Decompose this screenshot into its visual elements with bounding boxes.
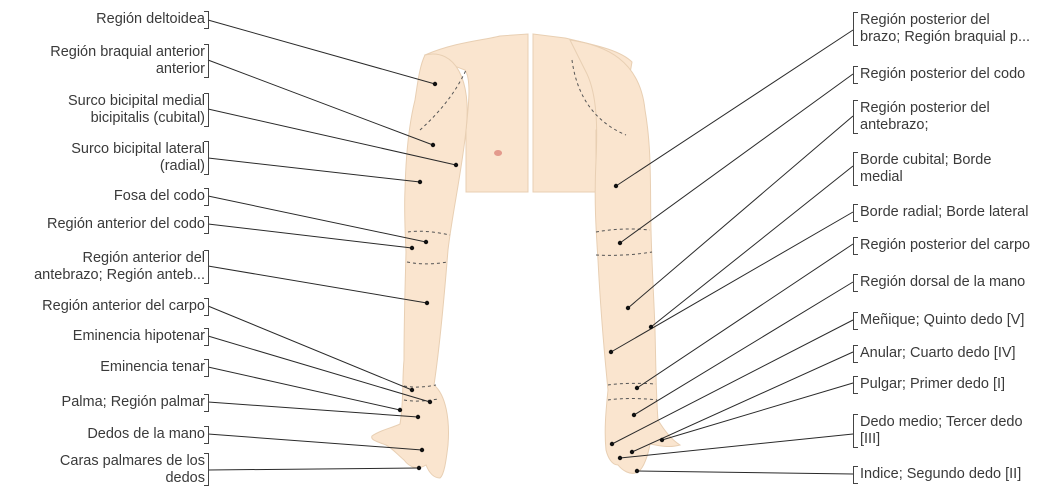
label-anular: Anular; Cuarto dedo [IV] bbox=[860, 345, 1016, 362]
label-region-posterior-carpo: Región posterior del carpo bbox=[860, 237, 1030, 254]
pointer-dot bbox=[398, 408, 402, 412]
bracket bbox=[204, 426, 209, 444]
pointer-dot bbox=[632, 413, 636, 417]
label-region-deltoidea: Región deltoidea bbox=[96, 11, 205, 28]
bracket bbox=[853, 312, 858, 330]
bracket bbox=[204, 394, 209, 412]
label-borde-radial: Borde radial; Borde lateral bbox=[860, 204, 1028, 221]
label-caras-palmares: Caras palmares de los dedos bbox=[60, 453, 205, 487]
leader-line bbox=[620, 74, 853, 243]
pointer-dot bbox=[418, 180, 422, 184]
label-region-anterior-del-codo: Región anterior del codo bbox=[47, 216, 205, 233]
bracket bbox=[204, 11, 209, 29]
leader-line bbox=[208, 20, 435, 84]
bracket bbox=[204, 250, 209, 284]
leader-line bbox=[616, 30, 853, 186]
posterior-arm-figure bbox=[533, 34, 680, 473]
pointer-dot bbox=[454, 163, 458, 167]
bracket bbox=[204, 188, 209, 206]
pointer-dot bbox=[630, 450, 634, 454]
leader-line bbox=[208, 402, 418, 417]
bracket bbox=[853, 66, 858, 84]
leader-line bbox=[208, 196, 426, 242]
label-region-posterior-antebrazo: Región posterior del antebrazo; bbox=[860, 100, 990, 134]
pointer-dot bbox=[618, 241, 622, 245]
leader-line bbox=[637, 471, 853, 474]
label-region-anterior-del-carpo: Región anterior del carpo bbox=[42, 298, 205, 315]
bracket bbox=[853, 204, 858, 222]
leader-line bbox=[662, 383, 853, 440]
pointer-dot bbox=[626, 306, 630, 310]
nipple bbox=[494, 150, 502, 156]
pointer-dot bbox=[424, 240, 428, 244]
bracket bbox=[204, 141, 209, 175]
label-region-braquial-anterior: Región braquial anterior anterior bbox=[50, 44, 205, 78]
label-region-posterior-brazo: Región posterior del brazo; Región braqu… bbox=[860, 12, 1030, 46]
bracket bbox=[204, 44, 209, 78]
label-indice: Indice; Segundo dedo [II] bbox=[860, 466, 1021, 483]
leader-line bbox=[208, 60, 433, 145]
pointer-dot bbox=[410, 246, 414, 250]
bracket bbox=[204, 93, 209, 127]
bracket bbox=[853, 237, 858, 255]
bracket bbox=[204, 216, 209, 234]
label-eminencia-tenar: Eminencia tenar bbox=[100, 359, 205, 376]
leader-line bbox=[208, 306, 412, 390]
leader-line bbox=[208, 266, 427, 303]
pointer-dot bbox=[431, 143, 435, 147]
bracket bbox=[853, 376, 858, 394]
label-region-anterior-antebrazo: Región anterior del antebrazo; Región an… bbox=[34, 250, 205, 284]
label-dedo-medio: Dedo medio; Tercer dedo [III] bbox=[860, 414, 1023, 448]
leader-line bbox=[634, 282, 853, 415]
pointer-dot bbox=[410, 388, 414, 392]
leader-line bbox=[208, 158, 420, 182]
label-dedos-de-la-mano: Dedos de la mano bbox=[87, 426, 205, 443]
pointer-dot bbox=[428, 400, 432, 404]
leader-line bbox=[208, 468, 419, 470]
label-region-dorsal-mano: Región dorsal de la mano bbox=[860, 274, 1025, 291]
pointer-dot bbox=[417, 466, 421, 470]
label-borde-cubital: Borde cubital; Borde medial bbox=[860, 152, 991, 186]
bracket bbox=[853, 345, 858, 363]
bracket bbox=[204, 453, 209, 486]
bracket bbox=[853, 274, 858, 292]
label-pulgar: Pulgar; Primer dedo [I] bbox=[860, 376, 1005, 393]
label-eminencia-hipotenar: Eminencia hipotenar bbox=[73, 328, 205, 345]
label-palma: Palma; Región palmar bbox=[62, 394, 205, 411]
pointer-dot bbox=[609, 350, 613, 354]
pointer-dot bbox=[425, 301, 429, 305]
anterior-arm-figure bbox=[372, 34, 528, 478]
pointer-dot bbox=[649, 325, 653, 329]
pointer-dot bbox=[660, 438, 664, 442]
label-fosa-del-codo: Fosa del codo bbox=[114, 188, 205, 205]
bracket bbox=[853, 152, 858, 186]
bracket bbox=[853, 12, 858, 46]
pointer-dot bbox=[618, 456, 622, 460]
bracket bbox=[204, 328, 209, 346]
pointer-dot bbox=[635, 386, 639, 390]
bracket bbox=[853, 100, 858, 134]
bracket bbox=[853, 414, 858, 448]
label-region-posterior-codo: Región posterior del codo bbox=[860, 66, 1025, 83]
pointer-dot bbox=[433, 82, 437, 86]
pointer-dot bbox=[420, 448, 424, 452]
label-surco-bicipital-lateral: Surco bicipital lateral (radial) bbox=[71, 141, 205, 175]
pointer-dot bbox=[635, 469, 639, 473]
bracket bbox=[204, 359, 209, 377]
pointer-dot bbox=[416, 415, 420, 419]
leader-line bbox=[208, 224, 412, 248]
label-surco-bicipital-medial: Surco bicipital medial bicipitalis (cubi… bbox=[68, 93, 205, 127]
bracket bbox=[853, 466, 858, 484]
leader-line bbox=[651, 166, 853, 327]
pointer-dot bbox=[614, 184, 618, 188]
label-menique: Meñique; Quinto dedo [V] bbox=[860, 312, 1024, 329]
leader-line bbox=[628, 116, 853, 308]
pointer-dot bbox=[610, 442, 614, 446]
bracket bbox=[204, 298, 209, 316]
